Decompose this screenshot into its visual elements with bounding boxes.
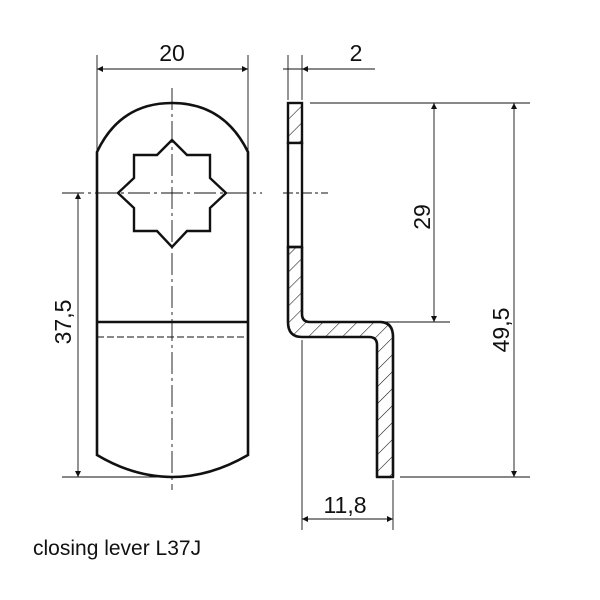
height-dim-label: 37,5 [50, 300, 76, 345]
lever-outline [95, 101, 250, 479]
drawing-caption: closing lever L37J [33, 537, 202, 560]
total-height-dim-label: 49,5 [488, 308, 514, 353]
thickness-dim-label: 2 [350, 40, 363, 66]
side-view: 2 29 49,5 11,8 [283, 40, 530, 530]
front-view: 20 37,5 [50, 40, 262, 490]
width-dim-label: 20 [159, 40, 185, 66]
plate-upper-hatch [286, 101, 304, 145]
offset-dim-label: 29 [409, 204, 435, 230]
plate-bent-section [286, 245, 395, 479]
depth-dim-label: 11,8 [323, 492, 366, 518]
plate-middle [286, 141, 304, 249]
